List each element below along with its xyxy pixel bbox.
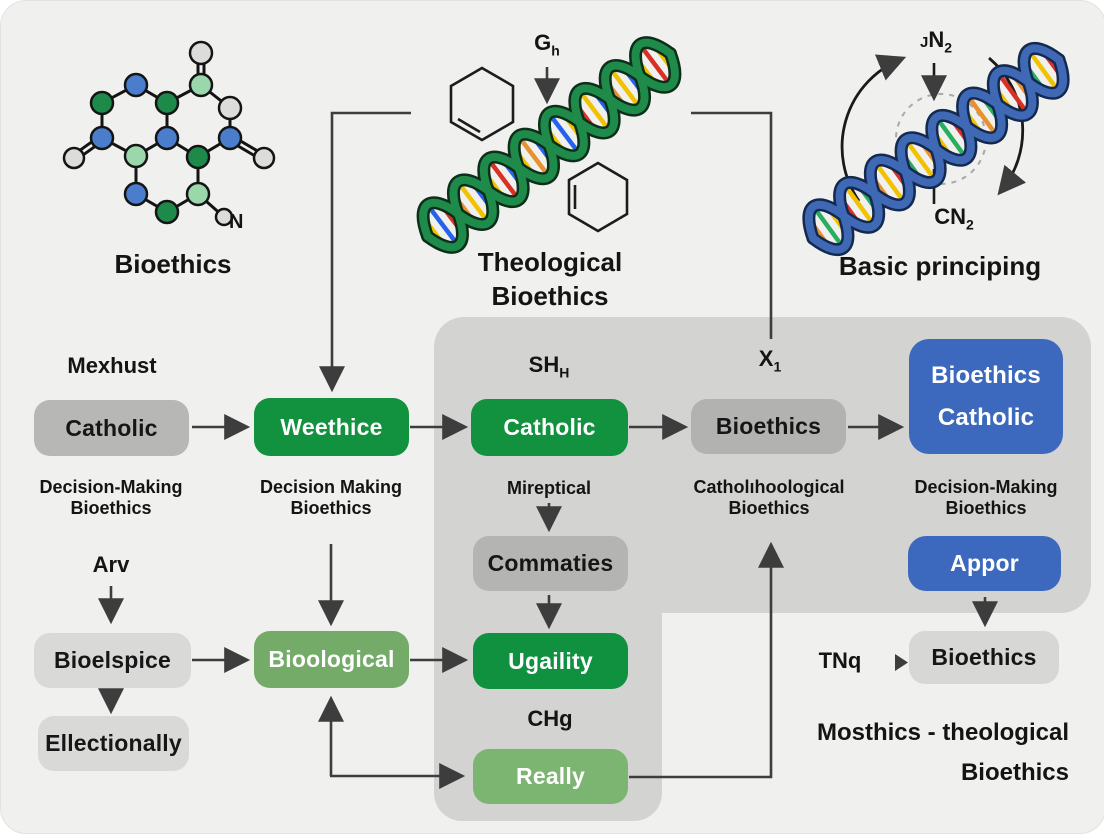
helix-blue-caption: Basic principing [838, 251, 1042, 281]
molecule-caption: Bioethics [114, 249, 232, 279]
cycle-arrows [840, 54, 1027, 204]
mosthics-line1: Mosthics - theological [816, 719, 1069, 746]
caption-line: Catholıhoological [693, 477, 845, 497]
node-appor: Appor [908, 536, 1061, 591]
node-bioological: Bioological [254, 631, 409, 688]
mosthics-text: Mosthics - theological Bioethics [749, 713, 1069, 793]
heading-mexhust: Mexhust [67, 353, 157, 378]
heading-x1: X1 [758, 346, 782, 375]
heading-arv: Arv [92, 552, 130, 577]
gh-label: Gh [534, 30, 560, 59]
caption-decision-making-1: Decision-Making Bioethics [11, 477, 211, 519]
cn2-label: CN2 [934, 204, 974, 233]
jn2-label: JN2 [919, 27, 953, 56]
caption-line: Bioethics [70, 498, 152, 518]
molecule-figure [62, 40, 276, 227]
heading-chg: CHg [527, 706, 573, 731]
helix-green-caption-line1: Theological [477, 247, 623, 277]
node-weethice: Weethice [254, 398, 409, 456]
blue-node-line1: Bioethics [931, 361, 1041, 389]
heading-shh: SHH [528, 352, 570, 381]
caption-decision-making-3: Decision-Making Bioethics [886, 477, 1086, 519]
caption-line: Decision-Making [914, 477, 1058, 497]
mosthics-line2: Bioethics [960, 759, 1069, 786]
node-bioethics-catholic-blue: Bioethics Catholic [909, 339, 1063, 454]
caption-line: Decision-Making [39, 477, 183, 497]
node-commaties: Commaties [473, 536, 628, 591]
caption-mireptical: Mireptical [506, 478, 592, 498]
blue-node-line2: Catholic [937, 403, 1035, 431]
caption-line: Decision Making [259, 477, 403, 497]
hexagon-right [567, 161, 629, 233]
caption-catholihoological: Catholıhoological Bioethics [669, 477, 869, 519]
heading-tnq: TNq [818, 648, 862, 673]
helix-green-caption-line2: Bioethics [491, 281, 609, 311]
helix-green-caption: Theological Bioethics [425, 245, 675, 313]
caption-decision-making-2: Decision Making Bioethics [231, 477, 431, 519]
node-bioethics-bottom: Bioethics [909, 631, 1059, 684]
hexagon-left [449, 66, 515, 142]
caption-line: Bioethics [945, 498, 1027, 518]
node-really: Really [473, 749, 628, 804]
node-bioelspice: Bioelspice [34, 633, 191, 688]
node-ellectionally: Ellectionally [38, 716, 189, 771]
caption-line: Bioethics [290, 498, 372, 518]
node-catholic-green: Catholic [471, 399, 628, 456]
node-bioethics-gray: Bioethics [691, 399, 846, 454]
caption-line: Bioethics [728, 498, 810, 518]
node-catholic-gray: Catholic [34, 400, 189, 456]
node-ugaility: Ugaility [473, 633, 628, 689]
molecule-n-label: N [229, 211, 244, 233]
dna-helix-green [416, 36, 682, 254]
